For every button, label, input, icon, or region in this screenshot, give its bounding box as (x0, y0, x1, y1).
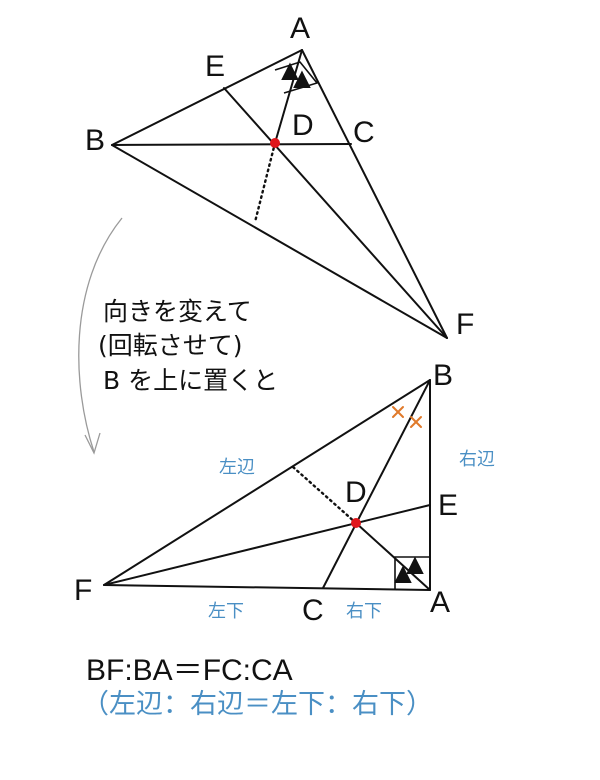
figure-1: ▲ ▲ A B C D E F (85, 12, 474, 341)
fig1-label-c: C (353, 116, 375, 149)
fig2-side-FA (103, 584, 431, 591)
fig1-label-f: F (456, 308, 474, 341)
fig2-segment-DA (355, 522, 431, 591)
note-line-3: B を上に置くと (103, 366, 278, 395)
rotation-arrow-curve (78, 217, 123, 453)
side-label-left-bottom: 左下 (208, 601, 244, 622)
side-label-right-side: 右辺 (459, 449, 495, 470)
fig2-side-FB (103, 379, 431, 586)
fig2-angle-box (394, 556, 430, 589)
fig1-angle-mark-left: ▲ (275, 54, 305, 87)
fig1-bisector-AD (274, 49, 303, 144)
fig2-label-a: A (430, 586, 450, 619)
note-line-1: 向きを変えて (103, 297, 252, 326)
formula-ratio: BF:BA＝FC:CA (86, 654, 293, 687)
rotation-arrow-head (84, 432, 101, 455)
fig2-label-c: C (302, 594, 324, 627)
fig1-side-BF (111, 144, 448, 339)
fig1-angle-mark-right: ▲ (287, 62, 317, 95)
fig2-cross-marks (392, 406, 422, 428)
fig2-bisector-BC (322, 379, 431, 589)
side-label-right-bottom: 右下 (346, 601, 382, 622)
fig2-label-d: D (345, 476, 367, 509)
fig1-label-a: A (290, 12, 310, 45)
fig2-cross-mark-1b (392, 406, 404, 418)
note-line-2: (回転させて) (98, 331, 243, 360)
rotation-arrow (78, 217, 123, 455)
formula-explanation: （左辺：右辺＝左下：右下） (82, 689, 433, 720)
fig1-point-d-marker (270, 138, 280, 148)
figure-2: ▲ ▲ B D E F C A 左辺 右辺 左下 右下 (74, 359, 495, 627)
formula: BF:BA＝FC:CA （左辺：右辺＝左下：右下） (82, 654, 433, 720)
fig2-segment-FE (103, 504, 431, 586)
fig2-cross-mark-2b (410, 416, 422, 428)
instruction-note: 向きを変えて (回転させて) B を上に置くと (98, 297, 278, 395)
side-label-left-side: 左辺 (219, 457, 255, 478)
fig1-label-d: D (292, 109, 314, 142)
fig1-segment-EF (223, 87, 448, 339)
fig1-angle-box (274, 61, 319, 94)
fig2-angle-mark-right: ▲ (400, 548, 430, 581)
fig1-dotted-extension (253, 141, 277, 224)
fig1-side-AF (301, 49, 448, 339)
fig1-segment-BC (111, 143, 352, 146)
fig1-label-e: E (205, 50, 225, 83)
fig2-point-d-marker (351, 518, 361, 528)
fig2-angle-mark-left: ▲ (388, 557, 418, 590)
fig2-label-e: E (438, 489, 458, 522)
fig1-label-b: B (85, 124, 105, 157)
fig2-label-b: B (433, 359, 453, 392)
fig2-label-f: F (74, 574, 92, 607)
fig1-side-BA (111, 49, 303, 146)
